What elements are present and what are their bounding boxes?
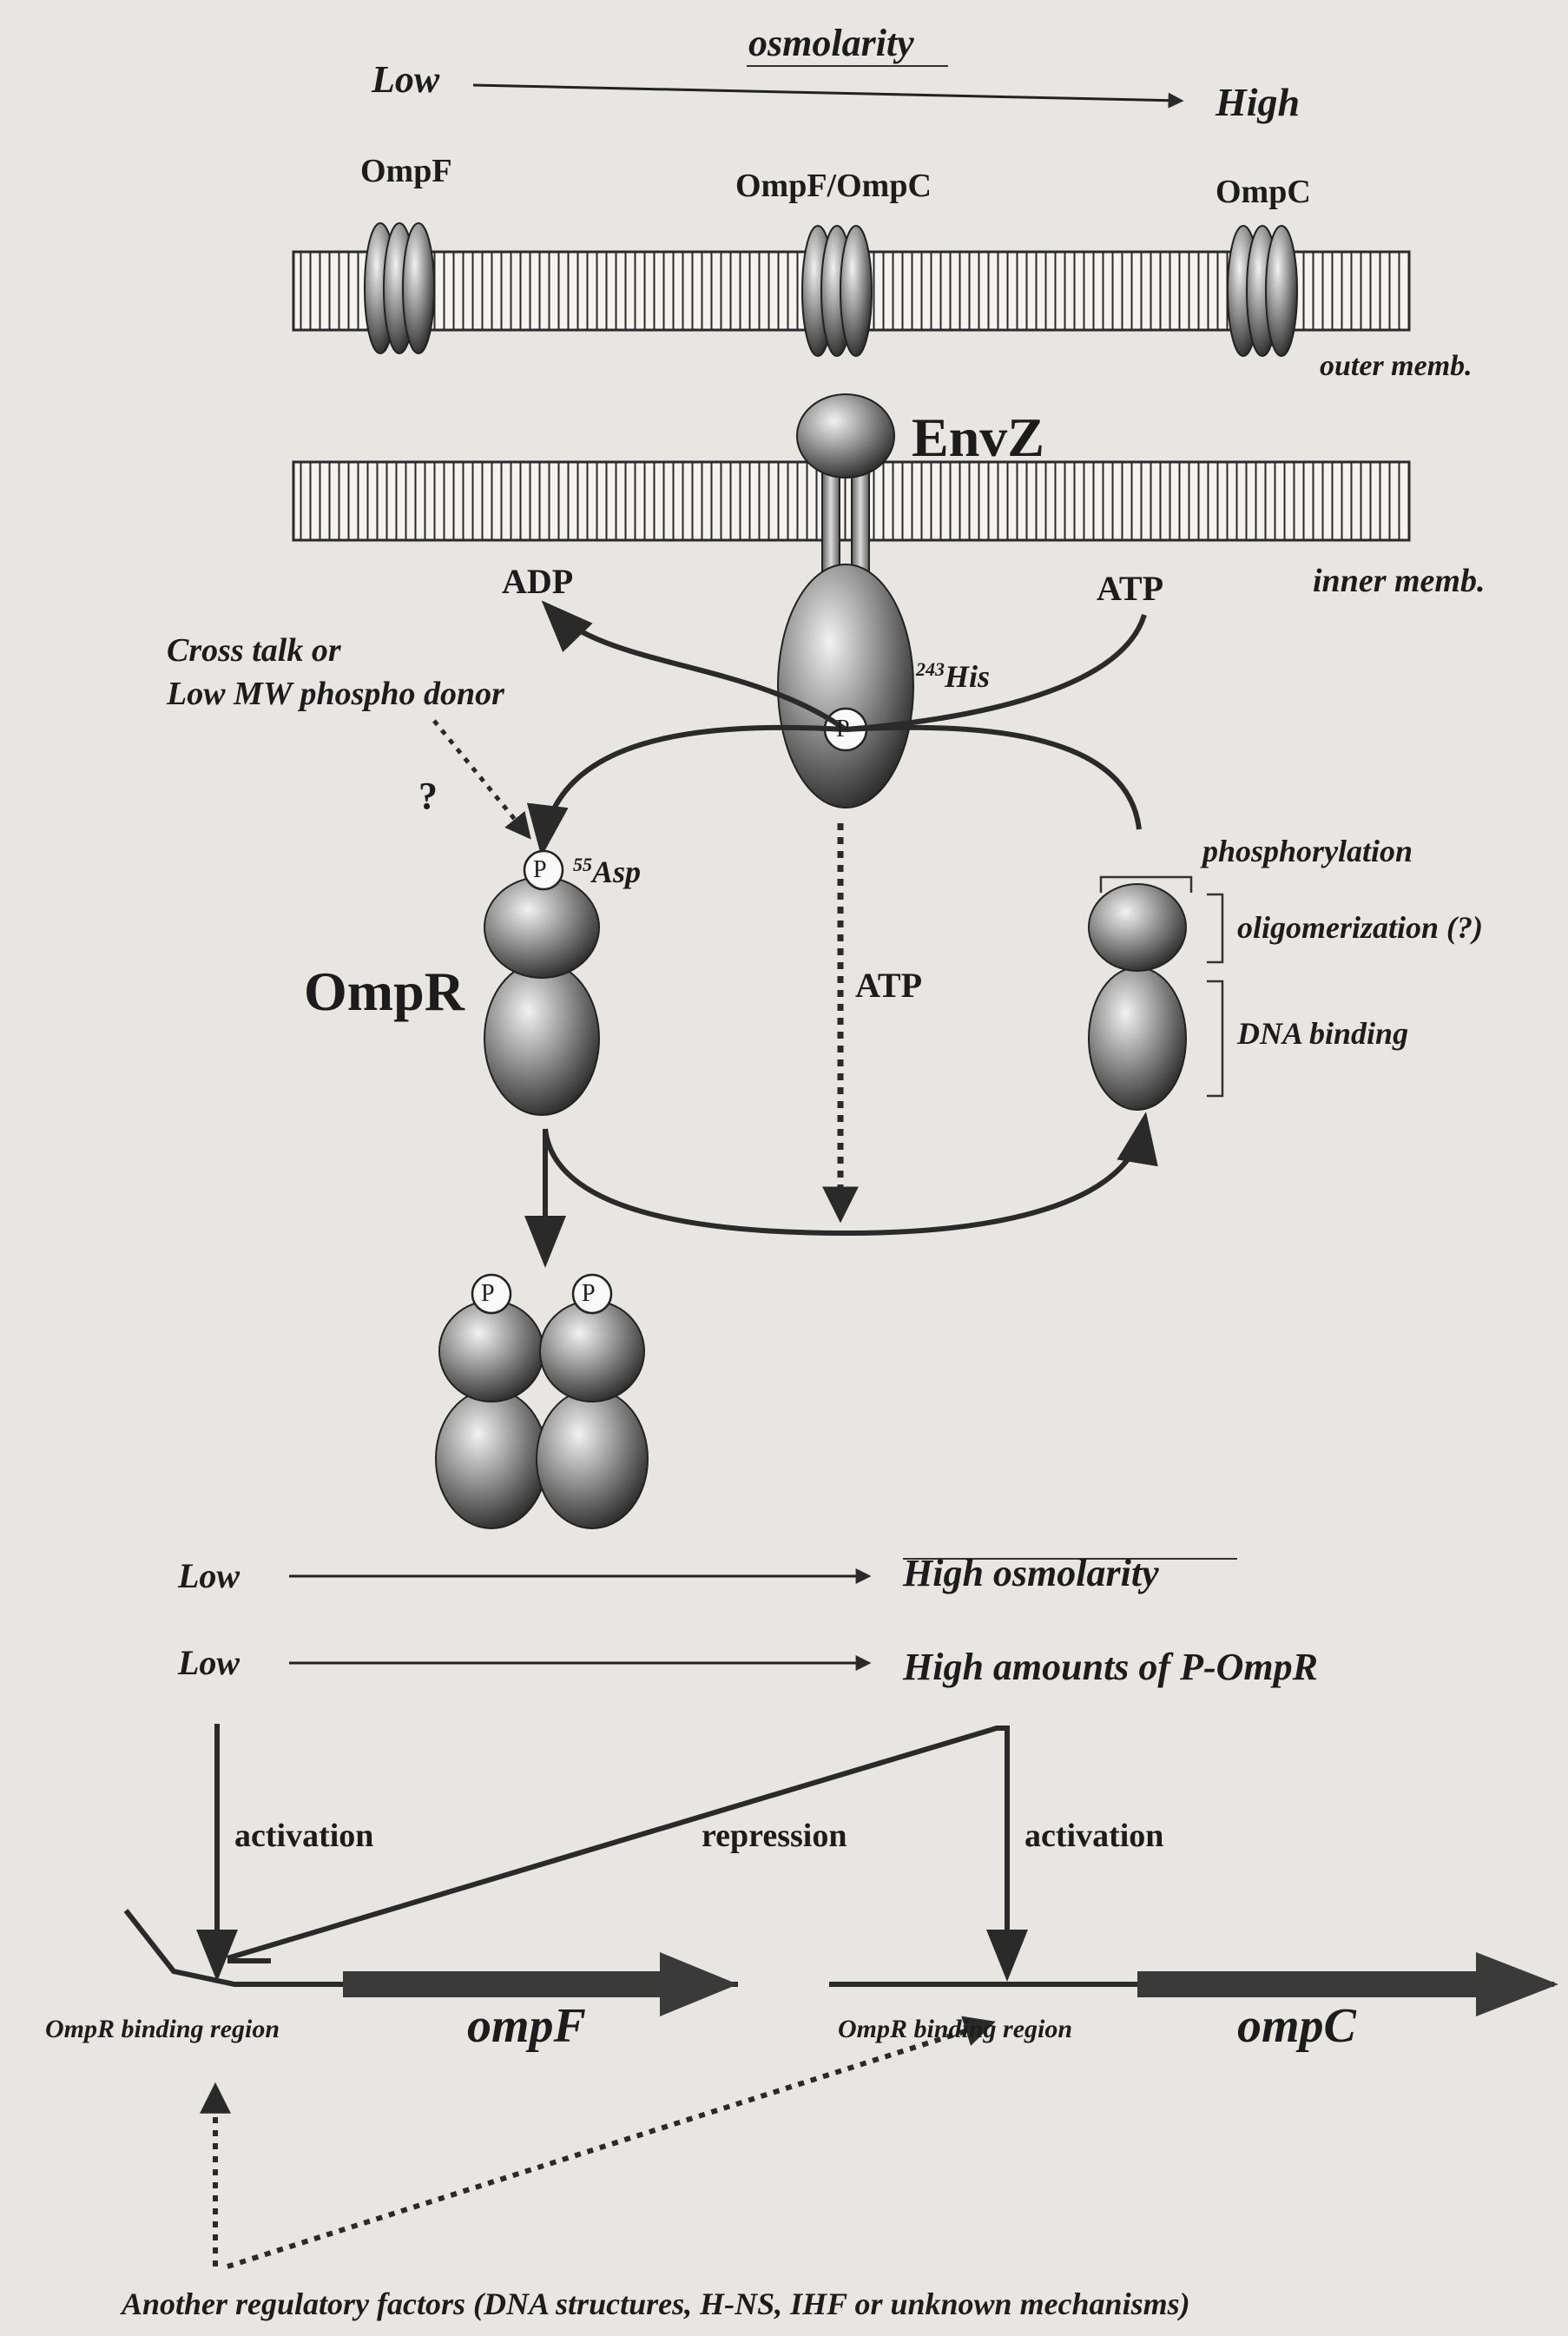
gene-ompc: ompC: [1237, 2002, 1356, 2050]
oligomerization-bracket: [1207, 894, 1222, 962]
ompr-site-residue: Asp: [592, 855, 641, 889]
ompr-label: OmpR: [304, 964, 464, 1020]
ompr-site-number: 55: [573, 854, 592, 875]
ompr-phospho-label: P: [533, 858, 547, 882]
reg-high-2: High amounts of P-OmpR: [903, 1648, 1318, 1686]
adp-label: ADP: [502, 564, 573, 599]
cross-talk-line1: Cross talk or: [167, 634, 341, 667]
cross-talk-question: ?: [418, 777, 438, 815]
ompr-monomer: [484, 877, 599, 1115]
domain-oligomerization: oligomerization (?): [1237, 912, 1483, 943]
osmolarity-high: High: [1216, 82, 1300, 122]
osmolarity-low: Low: [372, 61, 439, 99]
atp-flow-label: ATP: [855, 968, 922, 1003]
osmolarity-arrow: [473, 85, 1181, 101]
porin-ompf-ompc: [802, 226, 872, 356]
envz-phospho-label: P: [836, 717, 850, 742]
ompr-dimer: [436, 1301, 648, 1528]
domain-dna-binding: DNA binding: [1237, 1018, 1408, 1049]
other-factors-arrow-right: [227, 2023, 990, 2267]
binding-region-left: OmpR binding region: [45, 2016, 280, 2042]
label-activation-left: activation: [234, 1819, 373, 1852]
label-repression: repression: [702, 1819, 847, 1852]
dna-binding-bracket: [1207, 981, 1222, 1096]
ompr-unphosphorylated: [1089, 884, 1186, 1110]
porin-ompc-label: OmpC: [1216, 175, 1311, 208]
gene-ompf: ompF: [467, 2002, 586, 2050]
cross-talk-line2: Low MW phospho donor: [167, 677, 504, 710]
atp-label: ATP: [1097, 571, 1163, 606]
binding-region-right: OmpR binding region: [838, 2016, 1072, 2042]
dimer-phospho-label-right: P: [582, 1282, 596, 1306]
envz-site: 243His: [916, 660, 990, 692]
reg-low-2: Low: [178, 1646, 240, 1680]
inner-membrane-label: inner memb.: [1313, 564, 1485, 597]
envz-site-number: 243: [916, 658, 945, 680]
cycle-arc: [545, 1122, 1144, 1233]
porin-ompf-label: OmpF: [360, 155, 452, 188]
domain-phosphorylation: phosphorylation: [1202, 835, 1413, 867]
reg-high-1: High osmolarity: [903, 1554, 1159, 1593]
label-activation-right: activation: [1024, 1819, 1163, 1852]
porin-ompf: [365, 223, 434, 353]
dimer-phospho-label-left: P: [481, 1282, 495, 1306]
porin-ompf-ompc-label: OmpF/OmpC: [735, 169, 932, 202]
cross-talk-arrow: [434, 721, 528, 835]
envz-site-residue: His: [945, 659, 990, 694]
outer-membrane-label: outer memb.: [1320, 352, 1472, 381]
porin-ompc: [1228, 226, 1297, 356]
ompr-site: 55Asp: [573, 855, 641, 888]
footer-other-factors: Another regulatory factors (DNA structur…: [122, 2288, 1190, 2320]
reg-low-1: Low: [178, 1559, 240, 1594]
envz-label: EnvZ: [912, 410, 1044, 465]
osmolarity-title: osmolarity: [748, 24, 914, 63]
